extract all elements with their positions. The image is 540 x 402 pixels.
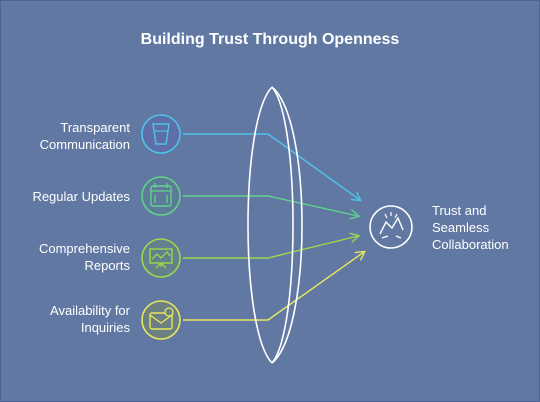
input-label-availability-for-inquiries: Availability for Inquiries [0,302,130,336]
output-label: Trust and Seamless Collaboration [432,202,532,253]
input-label-transparent-communication: Transparent Communication [0,119,130,153]
lens-shape [247,86,303,364]
input-label-line2: Reports [84,258,130,273]
input-label-regular-updates: Regular Updates [0,188,130,205]
connector-availability-for-inquiries [183,252,364,321]
calendar-icon [141,176,181,216]
handshake-icon [369,205,413,249]
input-label-line1: Regular Updates [32,189,130,204]
input-label-line1: Comprehensive [38,241,130,256]
cup-icon [141,114,181,154]
output-label-line1: Trust and [432,203,487,218]
output-label-line3: Collaboration [432,237,509,252]
input-label-line1: Availability for [50,303,130,318]
output-label-line2: Seamless [432,220,490,235]
presentation-chart-icon [141,238,181,278]
diagram-title: Building Trust Through Openness [140,31,400,48]
input-label-line2: Inquiries [80,320,130,335]
input-label-line1: Transparent [60,120,130,135]
connector-regular-updates [183,195,358,216]
connector-transparent-communication [183,133,360,200]
input-label-line2: Communication [39,137,130,152]
input-label-comprehensive-reports: Comprehensive Reports [0,240,130,274]
connector-comprehensive-reports [183,236,358,259]
mail-icon [141,300,181,340]
